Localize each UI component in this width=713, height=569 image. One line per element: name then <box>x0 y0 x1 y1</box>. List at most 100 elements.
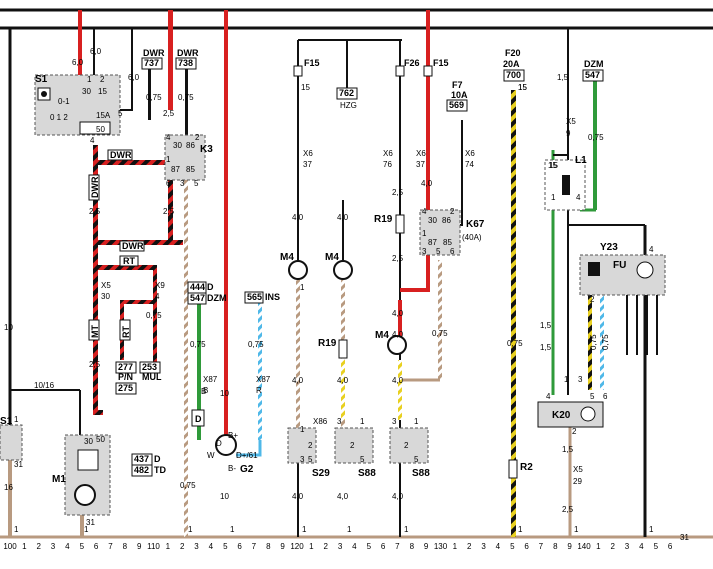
svg-text:1: 1 <box>230 525 235 534</box>
svg-text:F15: F15 <box>304 58 320 68</box>
svg-text:10: 10 <box>220 389 229 398</box>
svg-text:6: 6 <box>450 247 455 256</box>
svg-text:30: 30 <box>82 87 91 96</box>
svg-text:2: 2 <box>308 441 313 450</box>
svg-text:5: 5 <box>590 392 595 401</box>
svg-text:S88: S88 <box>358 468 376 479</box>
svg-text:1: 1 <box>300 425 305 434</box>
svg-text:762: 762 <box>339 88 354 98</box>
axis-tick-label: 6 <box>381 542 386 551</box>
axis-tick-label: 4 <box>639 542 644 551</box>
svg-text:31: 31 <box>14 460 23 469</box>
svg-text:5: 5 <box>118 109 123 118</box>
axis-tick-label: 130 <box>434 542 448 551</box>
svg-text:6,0: 6,0 <box>90 47 102 56</box>
svg-text:85: 85 <box>186 165 195 174</box>
svg-text:4: 4 <box>649 245 654 254</box>
svg-text:4: 4 <box>422 207 427 216</box>
axis-tick-label: 7 <box>539 542 544 551</box>
svg-text:1: 1 <box>302 525 307 534</box>
svg-text:F26: F26 <box>404 58 420 68</box>
axis-tick-label: 9 <box>424 542 429 551</box>
axis-tick-label: 1 <box>453 542 458 551</box>
svg-text:1: 1 <box>300 283 305 292</box>
axis-tick-label: 7 <box>395 542 400 551</box>
svg-text:4: 4 <box>155 292 160 301</box>
svg-text:253: 253 <box>142 362 157 372</box>
svg-text:0,75: 0,75 <box>180 481 196 490</box>
axis-tick-label: 3 <box>51 542 56 551</box>
svg-text:0 1 2: 0 1 2 <box>50 113 68 122</box>
svg-text:F15: F15 <box>433 58 449 68</box>
svg-text:R: R <box>256 386 262 395</box>
axis-tick-label: 3 <box>338 542 343 551</box>
axis-tick-label: 5 <box>80 542 85 551</box>
svg-text:X86: X86 <box>313 417 328 426</box>
svg-text:3: 3 <box>180 179 185 188</box>
axis-tick-label: 2 <box>610 542 615 551</box>
svg-text:DWR: DWR <box>122 241 144 251</box>
axis-tick-label: 1 <box>166 542 171 551</box>
svg-text:1: 1 <box>414 417 419 426</box>
svg-text:M1: M1 <box>52 474 66 485</box>
svg-text:D: D <box>216 439 222 448</box>
svg-text:2: 2 <box>195 133 200 142</box>
svg-text:3: 3 <box>392 417 397 426</box>
svg-text:6,0: 6,0 <box>128 73 140 82</box>
svg-text:4: 4 <box>546 392 551 401</box>
svg-text:1: 1 <box>574 525 579 534</box>
svg-text:4,0: 4,0 <box>421 179 433 188</box>
svg-text:X9: X9 <box>155 281 165 290</box>
top-bus <box>0 8 713 539</box>
svg-text:482: 482 <box>134 465 149 475</box>
svg-text:W: W <box>207 451 215 460</box>
svg-text:1,5: 1,5 <box>562 445 574 454</box>
svg-text:G2: G2 <box>240 464 254 475</box>
axis-tick-label: 5 <box>367 542 372 551</box>
svg-text:738: 738 <box>178 58 193 68</box>
svg-text:2: 2 <box>350 441 355 450</box>
svg-text:277: 277 <box>118 362 133 372</box>
svg-text:50: 50 <box>96 125 105 134</box>
svg-text:1: 1 <box>87 75 92 84</box>
svg-text:4,0: 4,0 <box>392 376 404 385</box>
svg-text:4,0: 4,0 <box>337 492 349 501</box>
svg-text:15: 15 <box>518 83 527 92</box>
svg-text:6: 6 <box>166 179 171 188</box>
svg-text:4,0: 4,0 <box>392 330 404 339</box>
svg-text:4,0: 4,0 <box>292 492 304 501</box>
axis-tick-label: 9 <box>137 542 142 551</box>
axis-tick-label: 5 <box>510 542 515 551</box>
svg-text:4,0: 4,0 <box>337 213 349 222</box>
svg-text:RT: RT <box>121 326 131 338</box>
svg-text:0,75: 0,75 <box>190 340 206 349</box>
axis-tick-label: 6 <box>94 542 99 551</box>
svg-text:X87: X87 <box>256 375 271 384</box>
svg-text:3: 3 <box>578 375 583 384</box>
svg-text:3: 3 <box>300 455 305 464</box>
svg-text:2: 2 <box>404 441 409 450</box>
svg-text:10A: 10A <box>451 90 468 100</box>
svg-text:1: 1 <box>649 525 654 534</box>
axis-tick-label: 7 <box>108 542 113 551</box>
svg-text:1,5: 1,5 <box>557 73 569 82</box>
svg-text:1: 1 <box>422 229 427 238</box>
svg-text:DZM: DZM <box>584 59 604 69</box>
svg-text:D: D <box>154 454 161 464</box>
svg-text:86: 86 <box>442 216 451 225</box>
svg-text:30: 30 <box>101 292 110 301</box>
svg-text:1: 1 <box>14 525 19 534</box>
svg-text:30: 30 <box>428 216 437 225</box>
svg-text:L1: L1 <box>575 155 587 166</box>
axis-tick-label: 120 <box>290 542 304 551</box>
svg-text:76: 76 <box>383 160 392 169</box>
axis-tick-label: 2 <box>180 542 185 551</box>
svg-text:2,5: 2,5 <box>163 109 175 118</box>
svg-text:X6: X6 <box>465 149 475 158</box>
svg-text:X5: X5 <box>566 117 576 126</box>
axis-tick-label: 2 <box>36 542 41 551</box>
svg-text:547: 547 <box>585 70 600 80</box>
svg-text:1: 1 <box>14 415 19 424</box>
svg-text:9: 9 <box>566 129 571 138</box>
svg-text:MUL: MUL <box>142 372 162 382</box>
